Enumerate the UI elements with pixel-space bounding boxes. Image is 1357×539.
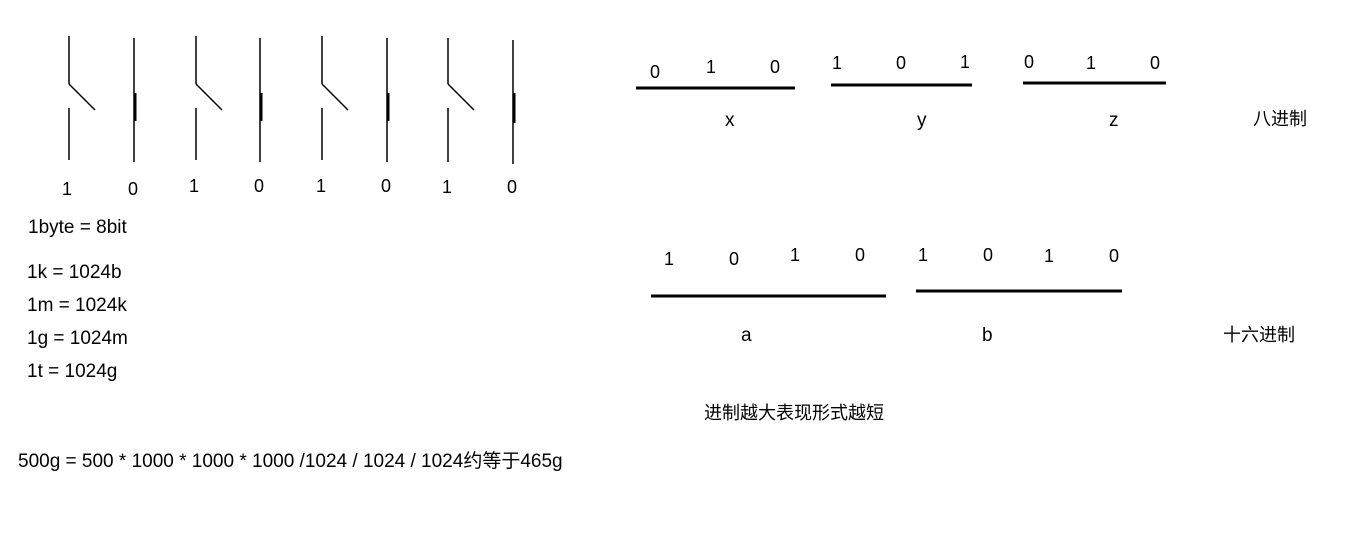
switch-bit-label: 1 xyxy=(189,176,200,196)
octal-group-label: y xyxy=(917,110,927,131)
switch-closed xyxy=(386,38,390,162)
octal-digit: 0 xyxy=(770,57,781,77)
switch-bit-label: 1 xyxy=(62,179,73,199)
octal-digit: 1 xyxy=(1086,53,1097,73)
kilobyte-definition: 1k = 1024b xyxy=(27,262,122,283)
switch-closed xyxy=(512,40,516,164)
switch-bit-label: 0 xyxy=(381,176,392,196)
hex-digit: 1 xyxy=(790,245,801,265)
octal-title: 八进制 xyxy=(1253,109,1307,129)
switch-open xyxy=(321,36,349,160)
octal-digit: 1 xyxy=(960,52,971,72)
hex-group-label: b xyxy=(982,325,993,346)
hex-digit: 0 xyxy=(729,249,740,269)
octal-digit: 1 xyxy=(706,57,717,77)
base-note: 进制越大表现形式越短 xyxy=(704,403,884,423)
hex-digit: 0 xyxy=(983,245,994,265)
octal-group-label: x xyxy=(725,110,735,131)
byte-definition: 1byte = 8bit xyxy=(28,217,127,238)
switch-bit-label: 1 xyxy=(316,176,327,196)
octal-digit: 0 xyxy=(650,62,661,82)
octal-digit: 1 xyxy=(832,53,843,73)
disk-size-calculation: 500g = 500 * 1000 * 1000 * 1000 /1024 / … xyxy=(18,451,563,472)
hex-digit: 0 xyxy=(855,245,866,265)
switch-closed xyxy=(259,38,263,162)
hex-digit: 0 xyxy=(1109,246,1120,266)
switch-open xyxy=(447,38,475,162)
switch-bit-label: 0 xyxy=(254,176,265,196)
hex-digit: 1 xyxy=(664,249,675,269)
switch-bit-label: 0 xyxy=(128,179,139,199)
octal-digit: 0 xyxy=(1024,52,1035,72)
octal-digit: 0 xyxy=(1150,53,1161,73)
switch-open xyxy=(195,36,223,160)
octal-digit: 0 xyxy=(896,53,907,73)
hex-digit: 1 xyxy=(1044,246,1055,266)
megabyte-definition: 1m = 1024k xyxy=(27,295,127,316)
switch-bit-label: 1 xyxy=(442,177,453,197)
hex-group-label: a xyxy=(741,325,752,346)
terabyte-definition: 1t = 1024g xyxy=(27,361,118,382)
hex-title: 十六进制 xyxy=(1223,325,1295,345)
switch-closed xyxy=(133,38,137,162)
switch-open xyxy=(68,36,96,160)
gigabyte-definition: 1g = 1024m xyxy=(27,328,128,349)
switch-bit-label: 0 xyxy=(507,177,518,197)
hex-digit: 1 xyxy=(918,245,929,265)
octal-group-label: z xyxy=(1109,110,1119,131)
